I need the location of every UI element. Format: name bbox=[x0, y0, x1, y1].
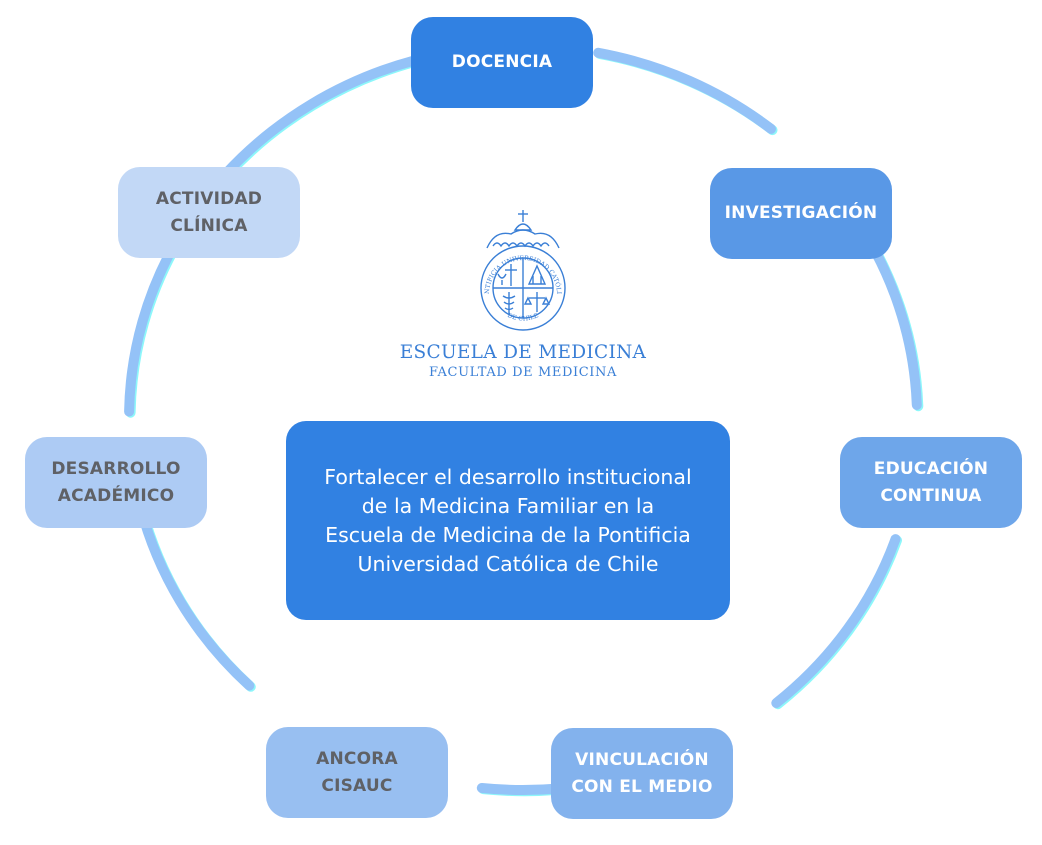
connector-arc-glow bbox=[222, 56, 421, 181]
node-label-line: INVESTIGACIÓN bbox=[724, 203, 878, 223]
connector-arc bbox=[220, 55, 420, 179]
node-label-line: DOCENCIA bbox=[451, 52, 553, 72]
mission-line: Fortalecer el desarrollo institucional bbox=[324, 464, 692, 489]
seal-text-top: PONTIFICIA UNIVERSIDAD CATÓLICA bbox=[473, 208, 562, 295]
node-label: VINCULACIÓN CON EL MEDIO bbox=[571, 747, 712, 801]
connector-arc-glow bbox=[135, 497, 256, 692]
school-logo: PONTIFICIA UNIVERSIDAD CATÓLICA DE CHILE… bbox=[378, 208, 668, 393]
university-seal-icon: PONTIFICIA UNIVERSIDAD CATÓLICA DE CHILE bbox=[473, 208, 566, 331]
node-label-line: ACTIVIDAD bbox=[155, 188, 263, 209]
seal-text-bottom: DE CHILE bbox=[506, 312, 540, 323]
node-label-line: VINCULACIÓN bbox=[575, 749, 709, 770]
node-label: INVESTIGACIÓN bbox=[725, 200, 878, 227]
svg-text:DE CHILE: DE CHILE bbox=[506, 312, 540, 323]
connector-arc bbox=[476, 783, 563, 796]
node-label-line: CISAUC bbox=[321, 775, 393, 796]
node-label-line: EDUCACIÓN bbox=[873, 458, 989, 479]
node-actividad-clinica: ACTIVIDAD CLÍNICA bbox=[118, 167, 300, 258]
node-label: ANCORA CISAUC bbox=[316, 746, 398, 800]
node-vinculacion: VINCULACIÓN CON EL MEDIO bbox=[551, 728, 733, 819]
mission-line: Escuela de Medicina de la Pontificia bbox=[325, 522, 691, 547]
node-label-line: CONTINUA bbox=[880, 485, 982, 506]
logo-subtitle: FACULTAD DE MEDICINA bbox=[429, 365, 617, 380]
connector-arc bbox=[593, 47, 776, 134]
node-ancora-cisauc: ANCORA CISAUC bbox=[266, 727, 448, 818]
connector-arc-glow bbox=[594, 49, 778, 136]
node-label-line: ANCORA bbox=[316, 748, 398, 769]
node-label-line: CLÍNICA bbox=[170, 215, 248, 236]
connector-arc-glow bbox=[772, 535, 902, 710]
mission-line: de la Medicina Familiar en la bbox=[361, 493, 655, 518]
node-label: EDUCACIÓN CONTINUA bbox=[874, 456, 988, 510]
connector-arc bbox=[771, 534, 901, 708]
node-investigacion: INVESTIGACIÓN bbox=[710, 168, 892, 259]
logo-title: ESCUELA DE MEDICINA bbox=[399, 342, 647, 363]
connector-arc bbox=[134, 496, 255, 691]
node-desarrollo-academico: DESARROLLO ACADÉMICO bbox=[25, 437, 207, 528]
node-educacion-continua: EDUCACIÓN CONTINUA bbox=[840, 437, 1022, 528]
node-label-line: ACADÉMICO bbox=[57, 485, 175, 506]
svg-text:PONTIFICIA UNIVERSIDAD CATÓLIC: PONTIFICIA UNIVERSIDAD CATÓLICA bbox=[473, 208, 562, 295]
mission-statement: Fortalecer el desarrollo institucional d… bbox=[324, 463, 691, 579]
node-label: DESARROLLO ACADÉMICO bbox=[51, 456, 180, 510]
node-label: ACTIVIDAD CLÍNICA bbox=[156, 186, 262, 240]
mission-line: Universidad Católica de Chile bbox=[357, 551, 659, 576]
node-label-line: DESARROLLO bbox=[51, 458, 181, 479]
node-docencia: DOCENCIA bbox=[411, 17, 593, 108]
node-label-line: CON EL MEDIO bbox=[571, 776, 713, 797]
node-label: DOCENCIA bbox=[452, 49, 552, 76]
mission-statement-box: Fortalecer el desarrollo institucional d… bbox=[286, 421, 730, 620]
